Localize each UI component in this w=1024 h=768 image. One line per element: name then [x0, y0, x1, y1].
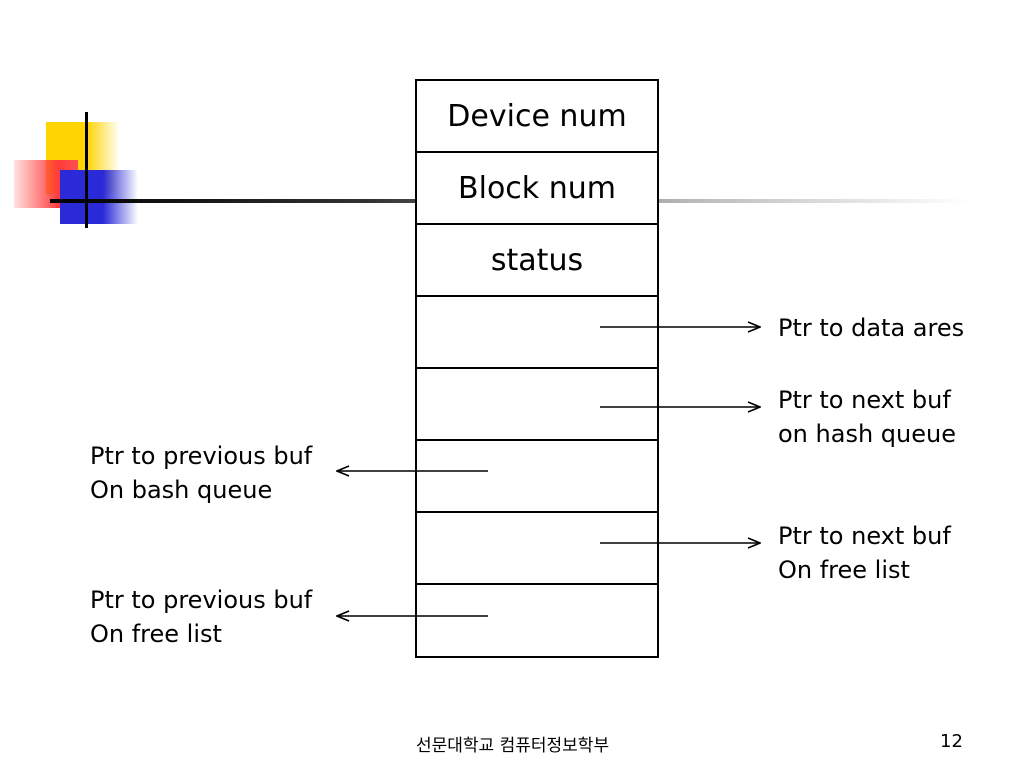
- table-cell-status: status: [417, 225, 657, 297]
- page-number: 12: [940, 731, 963, 752]
- label-next-hash-line-1: Ptr to next buf: [778, 386, 951, 414]
- decor-blue-square: [60, 170, 138, 224]
- label-prev-free-line-1: Ptr to previous buf: [90, 586, 313, 614]
- label-prev-hash-line-1: Ptr to previous buf: [90, 442, 313, 470]
- table-cell-block-num: Block num: [417, 153, 657, 225]
- label-prev-hash: Ptr to previous buf On bash queue: [90, 439, 312, 507]
- label-data-area-line-1: Ptr to data ares: [778, 314, 965, 342]
- label-next-hash: Ptr to next buf on hash queue: [778, 383, 956, 451]
- table-cell-next-hash-ptr: [417, 369, 657, 441]
- label-prev-free-line-2: On free list: [90, 620, 222, 648]
- label-next-hash-line-2: on hash queue: [778, 420, 956, 448]
- label-prev-hash-line-2: On bash queue: [90, 476, 273, 504]
- label-prev-free: Ptr to previous buf On free list: [90, 583, 312, 651]
- footer-department: 선문대학교 컴퓨터정보학부: [416, 736, 610, 756]
- table-cell-prev-hash-ptr: [417, 441, 657, 513]
- table-cell-next-free-ptr: [417, 513, 657, 585]
- table-cell-device-num: Device num: [417, 81, 657, 153]
- table-cell-data-ptr: [417, 297, 657, 369]
- label-next-free-line-1: Ptr to next buf: [778, 522, 951, 550]
- label-next-free-line-2: On free list: [778, 556, 910, 584]
- buffer-header-table: Device num Block num status: [415, 79, 659, 658]
- label-data-area: Ptr to data ares: [778, 311, 964, 345]
- label-next-free: Ptr to next buf On free list: [778, 519, 951, 587]
- decor-vertical-rule: [85, 112, 88, 228]
